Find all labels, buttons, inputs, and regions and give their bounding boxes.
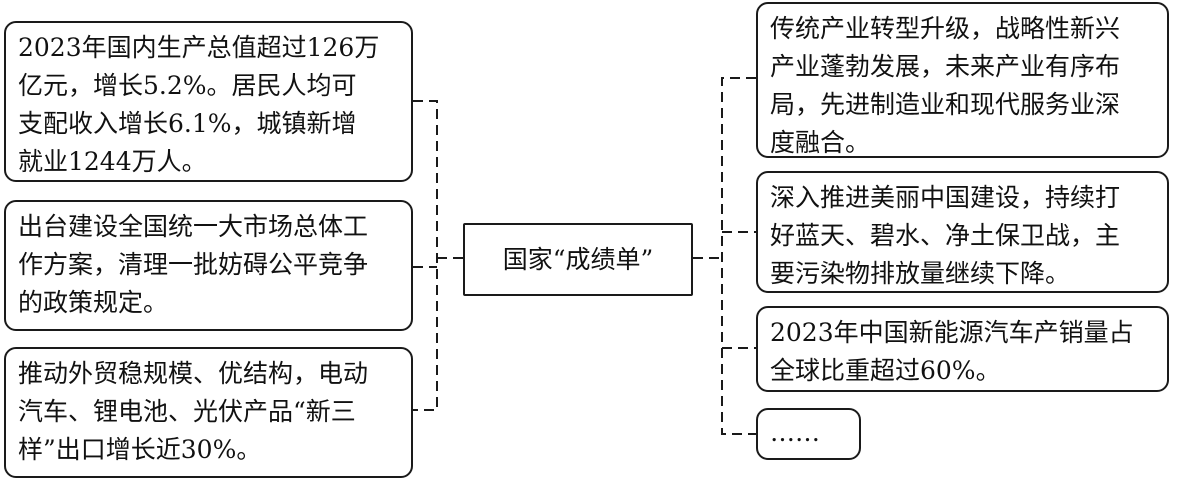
right-item-industry: 传统产业转型升级，战略性新兴 产业蓬勃发展，未来产业有序布 局，先进制造业和现代… — [756, 2, 1169, 158]
left-item-market: 出台建设全国统一大市场总体工 作方案，清理一批妨碍公平竞争 的政策规定。 — [4, 200, 413, 331]
connector-right-1 — [721, 77, 756, 435]
connector-left-1 — [413, 100, 438, 411]
center-title-box: 国家“成绩单” — [463, 223, 693, 296]
right-item-ellipsis: …… — [756, 408, 861, 460]
right-item-environment: 深入推进美丽中国建设，持续打 好蓝天、碧水、净土保卫战，主 要污染物排放量继续下… — [756, 171, 1169, 293]
right-item-new-energy-vehicles: 2023年中国新能源汽车产销量占 全球比重超过60%。 — [756, 306, 1169, 392]
left-item-trade: 推动外贸稳规模、优结构，电动 汽车、锂电池、光伏产品“新三 样”出口增长近30%… — [4, 347, 413, 478]
left-item-gdp: 2023年国内生产总值超过126万 亿元，增长5.2%。居民人均可 支配收入增长… — [4, 21, 413, 182]
center-title: 国家“成绩单” — [502, 244, 654, 274]
